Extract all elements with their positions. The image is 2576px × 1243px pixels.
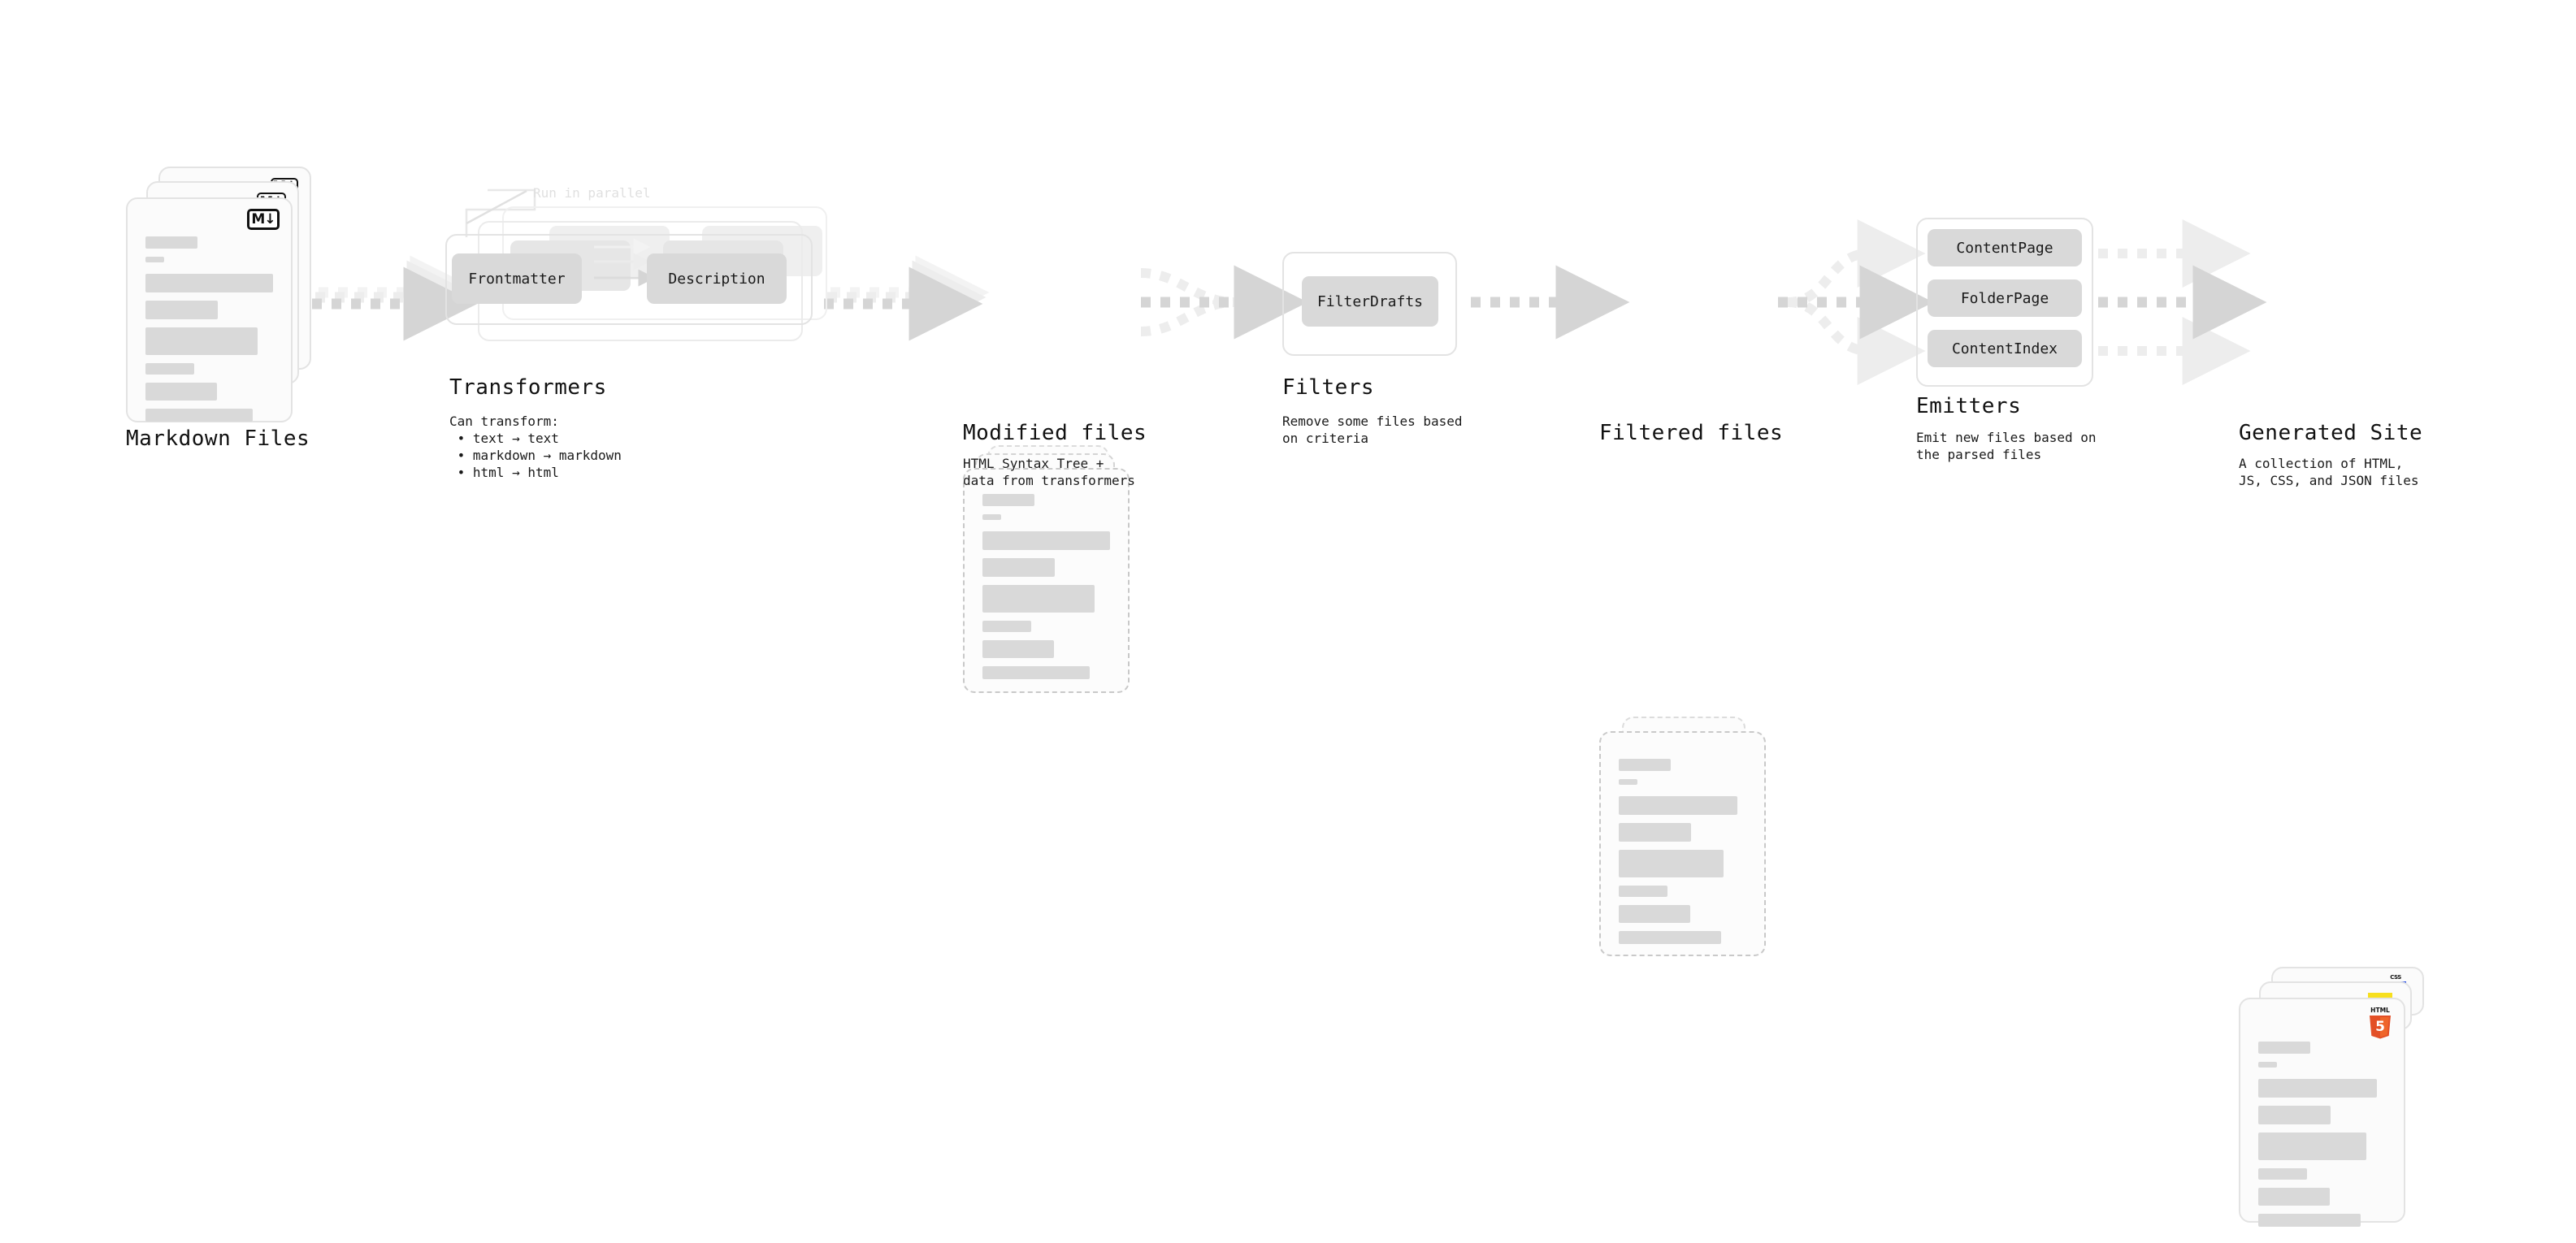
- stage-filtered-files: [1599, 717, 1786, 985]
- run-in-parallel-label: Run in parallel: [533, 185, 651, 201]
- stage-generated-site: HTML 5: [2239, 967, 2450, 1243]
- stage-filters: FilterDrafts: [1282, 252, 1477, 357]
- arrow-transformers-to-modified: [824, 255, 990, 341]
- chip-label: FolderPage: [1960, 289, 2049, 307]
- modified-files-subtitle: HTML Syntax Tree + data from transformer…: [963, 456, 1135, 488]
- chip-label: ContentIndex: [1951, 340, 2058, 357]
- transformer-inner-arrows: [594, 238, 656, 287]
- svg-text:HTML: HTML: [2370, 1007, 2390, 1014]
- run-in-parallel-bracket: [465, 188, 536, 237]
- transformer-chip-description[interactable]: Description: [647, 253, 787, 304]
- filtered-files-title: Filtered files: [1599, 421, 1784, 445]
- skeleton-lines: [2258, 1042, 2386, 1235]
- markdown-files-title: Markdown Files: [126, 427, 310, 451]
- emitters-frame[interactable]: [1916, 218, 2093, 387]
- diagram-canvas: M↓ M↓ M↓: [0, 0, 2576, 681]
- stage-emitters: ContentPage FolderPage ContentIndex: [1916, 218, 2127, 396]
- chip-label: Frontmatter: [468, 270, 566, 288]
- skeleton-lines: [982, 494, 1110, 687]
- chip-label: ContentPage: [1956, 239, 2053, 257]
- arrow-modified-to-filters: [1140, 265, 1308, 340]
- arrow-filtered-to-emitters: [1778, 219, 1934, 385]
- generated-site-title: Generated Site: [2239, 421, 2423, 445]
- emitters-subtitle: Emit new files based on the parsed files: [1916, 430, 2097, 462]
- site-card-front[interactable]: HTML 5: [2239, 998, 2405, 1227]
- modified-files-title: Modified files: [963, 421, 1147, 445]
- chip-label: Description: [668, 270, 765, 288]
- filters-frame[interactable]: [1282, 252, 1457, 356]
- html5-shield: HTML 5: [2370, 1007, 2391, 1039]
- arrow-layer: [312, 219, 2267, 385]
- transformer-chip-frontmatter[interactable]: Frontmatter: [452, 253, 582, 304]
- svg-text:5: 5: [2375, 1019, 2385, 1035]
- emitters-title: Emitters: [1916, 394, 2022, 418]
- stage-transformers: Run in parallel Frontmatter Description: [445, 185, 835, 349]
- emitter-chip-contentpage[interactable]: ContentPage: [1928, 229, 2082, 266]
- transformers-title: Transformers: [449, 375, 607, 400]
- skeleton-lines: [145, 236, 273, 430]
- stage-markdown-files: M↓ M↓ M↓: [126, 167, 337, 435]
- emitter-chip-contentindex[interactable]: ContentIndex: [1928, 330, 2082, 367]
- html5-icon: HTML 5: [2366, 1006, 2394, 1043]
- filters-subtitle: Remove some files based on criteria: [1282, 414, 1463, 446]
- transformers-subtitle: Can transform: • text → text • markdown …: [449, 414, 622, 480]
- filtered-card-front[interactable]: [1599, 731, 1766, 956]
- modified-card-front[interactable]: [963, 468, 1130, 693]
- chip-label: FilterDrafts: [1316, 292, 1424, 310]
- generated-site-subtitle: A collection of HTML, JS, CSS, and JSON …: [2239, 456, 2419, 488]
- arrow-markdown-to-transformers: [312, 255, 484, 341]
- markdown-icon: M↓: [247, 209, 280, 230]
- skeleton-lines: [1619, 759, 1746, 952]
- markdown-card-front[interactable]: M↓: [126, 197, 293, 422]
- emitter-chip-folderpage[interactable]: FolderPage: [1928, 279, 2082, 317]
- filter-chip-filterdrafts[interactable]: FilterDrafts: [1302, 276, 1438, 327]
- filters-title: Filters: [1282, 375, 1375, 400]
- stage-modified-files: [963, 445, 1150, 713]
- arrow-emitters-to-site: [2098, 219, 2267, 385]
- transformer-frame-front[interactable]: [445, 234, 813, 325]
